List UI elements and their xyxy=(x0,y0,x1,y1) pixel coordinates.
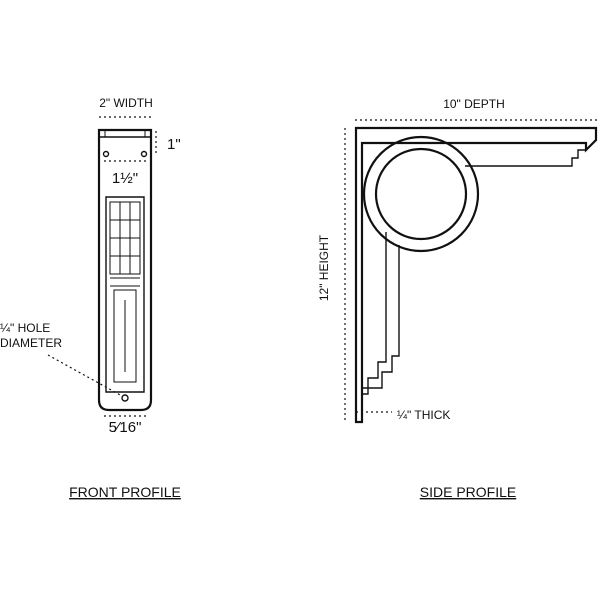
mid-label: 1½" xyxy=(112,170,138,187)
hole-leader-line xyxy=(47,354,123,397)
mount-hole-left xyxy=(102,150,110,158)
quarter-inch-hole xyxy=(121,394,129,402)
front-bracket-outline xyxy=(97,128,153,412)
top-label: 1" xyxy=(167,136,181,153)
front-profile: 2" WIDTH 1" 1½" ¼" HOL xyxy=(0,96,181,500)
lower-arm-inner xyxy=(362,245,400,389)
lower-arm-profile xyxy=(362,232,387,395)
side-profile-caption: SIDE PROFILE xyxy=(420,484,516,500)
side-profile: 10" DEPTH 12" HEIGHT ¼" THICK SIDE PROFI… xyxy=(317,97,598,500)
front-channel-outline xyxy=(105,196,145,393)
depth-label: 10" DEPTH xyxy=(443,97,505,111)
top-arm-profile xyxy=(362,142,587,167)
bottom-label: 5⁄16" xyxy=(109,419,142,436)
thick-label: ¼" THICK xyxy=(397,408,450,422)
front-profile-caption: FRONT PROFILE xyxy=(69,484,181,500)
ring-outer xyxy=(362,135,480,253)
side-bracket-back xyxy=(354,126,598,424)
hole-label-line1: ¼" HOLE xyxy=(0,321,50,335)
width-label: 2" WIDTH xyxy=(99,96,153,110)
mount-hole-right xyxy=(140,150,148,158)
height-label: 12" HEIGHT xyxy=(317,234,331,301)
ring-inner xyxy=(374,147,468,241)
hole-label-line2: DIAMETER xyxy=(0,336,62,350)
